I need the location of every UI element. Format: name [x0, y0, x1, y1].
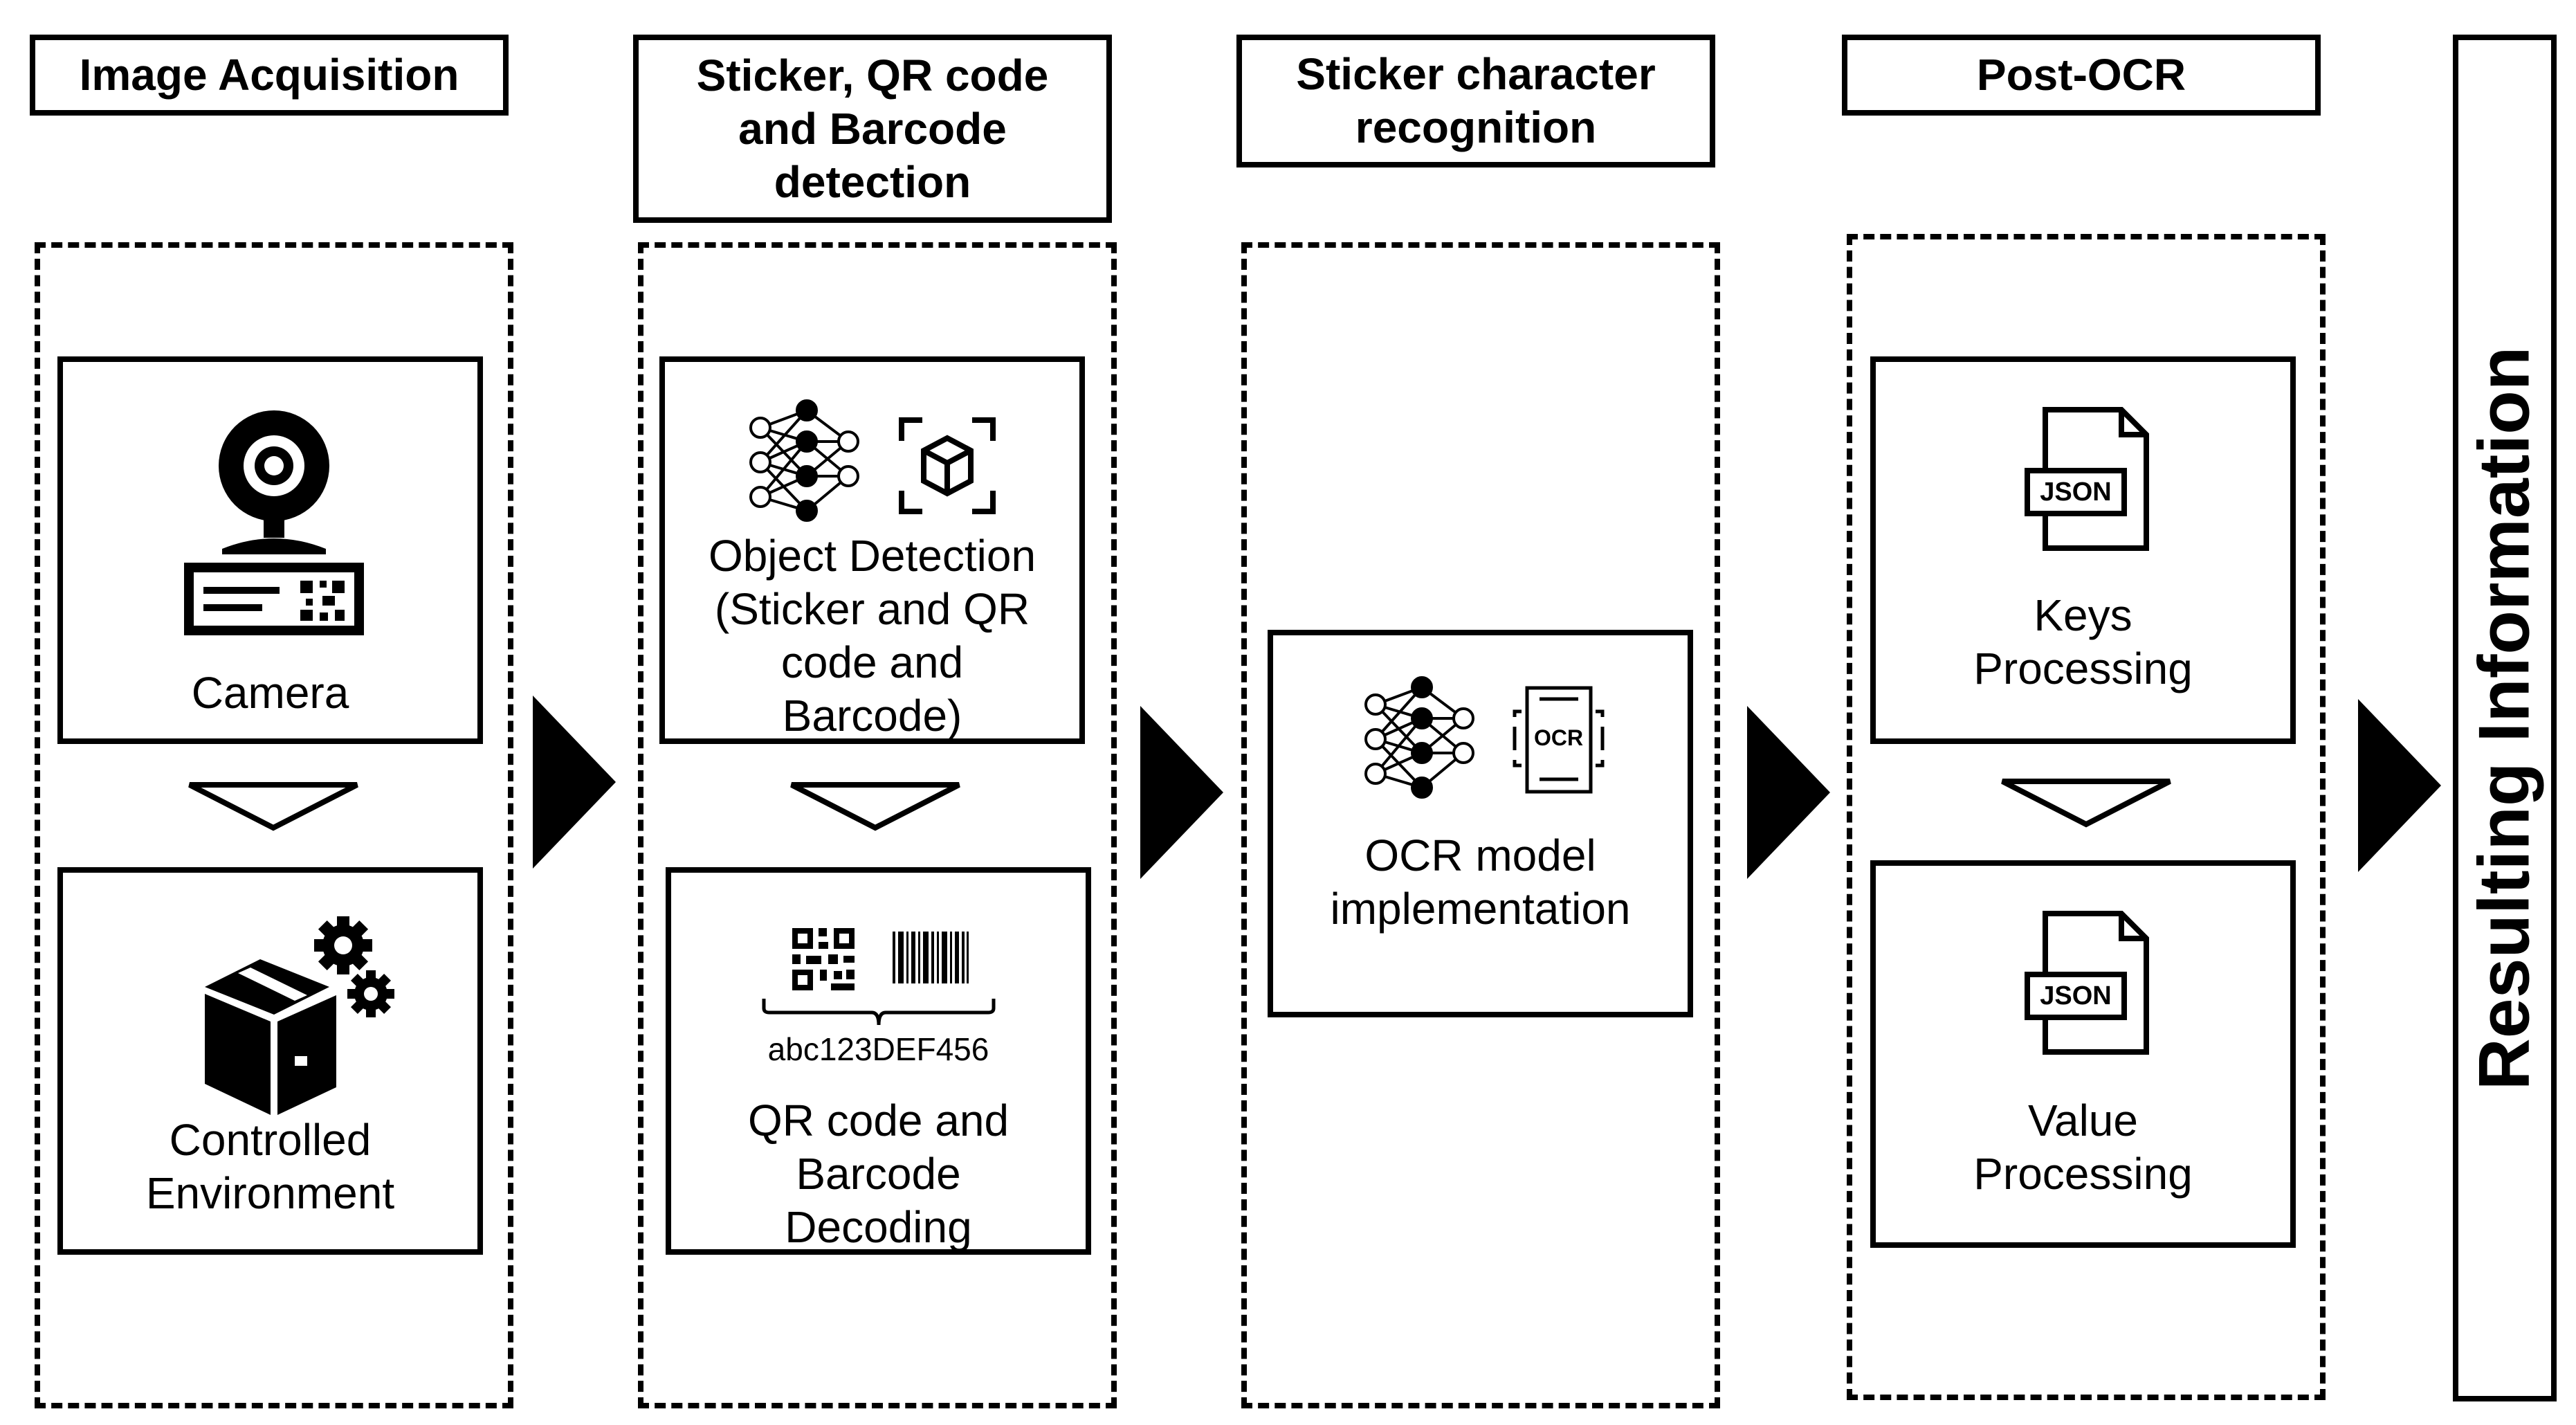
stage-container-post-ocr: [1847, 234, 2326, 1400]
stage-container-detection: [638, 242, 1117, 1408]
webcam-icon: [184, 410, 364, 635]
camera-label: Camera: [191, 668, 349, 718]
controlled-environment-label: Controlled Environment: [145, 1115, 395, 1218]
object-detection-block: Object Detection (Sticker and QR code an…: [659, 356, 1085, 744]
brace-icon: [762, 999, 996, 1026]
ocr-document-icon: OCR: [1512, 685, 1605, 796]
object-detect-icon: [899, 417, 996, 514]
barcode-icon: [893, 932, 969, 983]
stage-title-text: Sticker, QR code and Barcode detection: [696, 50, 1049, 207]
qr-code-icon: [792, 928, 855, 990]
stage-container-image-acquisition: [35, 242, 513, 1408]
stage-title-recognition: Sticker character recognition: [1236, 35, 1715, 167]
keys-processing-label: Keys Processing: [1973, 590, 2193, 693]
value-processing-label: Value Processing: [1973, 1096, 2193, 1199]
stage-title-text: Post-OCR: [1976, 50, 2186, 100]
ocr-model-label: OCR model implementation: [1330, 831, 1631, 934]
resulting-information-label: Resulting Information: [2464, 346, 2545, 1090]
stage-title-detection: Sticker, QR code and Barcode detection: [633, 35, 1112, 223]
stage-arrow-4: [2358, 699, 2441, 872]
stage-arrow-3: [1747, 706, 1830, 879]
neural-network-icon: [1364, 676, 1474, 799]
down-arrow-stage1: [188, 782, 358, 831]
stage-arrow-2: [1140, 706, 1223, 879]
box-gear-icon: [205, 916, 394, 1115]
stage-title-post-ocr: Post-OCR: [1842, 35, 2321, 116]
resulting-information-box: Resulting Information: [2453, 35, 2557, 1401]
stage-container-recognition: [1241, 242, 1720, 1408]
stage-title-image-acquisition: Image Acquisition: [30, 35, 509, 116]
value-processing-block: JSON Value Processing: [1870, 860, 2296, 1248]
down-arrow-stage2: [790, 782, 960, 831]
json-icon-label: JSON: [2040, 981, 2112, 1010]
down-arrow-stage4: [2001, 779, 2171, 828]
stage-arrow-1: [533, 696, 616, 869]
decoding-block: abc123DEF456 QR code and Barcode Decodin…: [666, 867, 1091, 1255]
json-file-icon: JSON: [2025, 911, 2156, 1056]
decoded-text: abc123DEF456: [767, 1031, 989, 1067]
json-icon-label: JSON: [2040, 478, 2112, 507]
ocr-icon-label: OCR: [1533, 725, 1584, 750]
camera-block: Camera: [57, 356, 483, 744]
ocr-model-block: OCR OCR model implementation: [1268, 630, 1693, 1017]
decoding-label: QR code and Barcode Decoding: [747, 1096, 1010, 1252]
json-file-icon: JSON: [2025, 407, 2156, 552]
stage-title-text: Sticker character recognition: [1296, 49, 1656, 152]
controlled-environment-block: Controlled Environment: [57, 867, 483, 1255]
keys-processing-block: JSON Keys Processing: [1870, 356, 2296, 744]
stage-title-text: Image Acquisition: [79, 50, 459, 100]
neural-network-icon: [749, 399, 859, 522]
object-detection-label: Object Detection (Sticker and QR code an…: [708, 531, 1036, 741]
